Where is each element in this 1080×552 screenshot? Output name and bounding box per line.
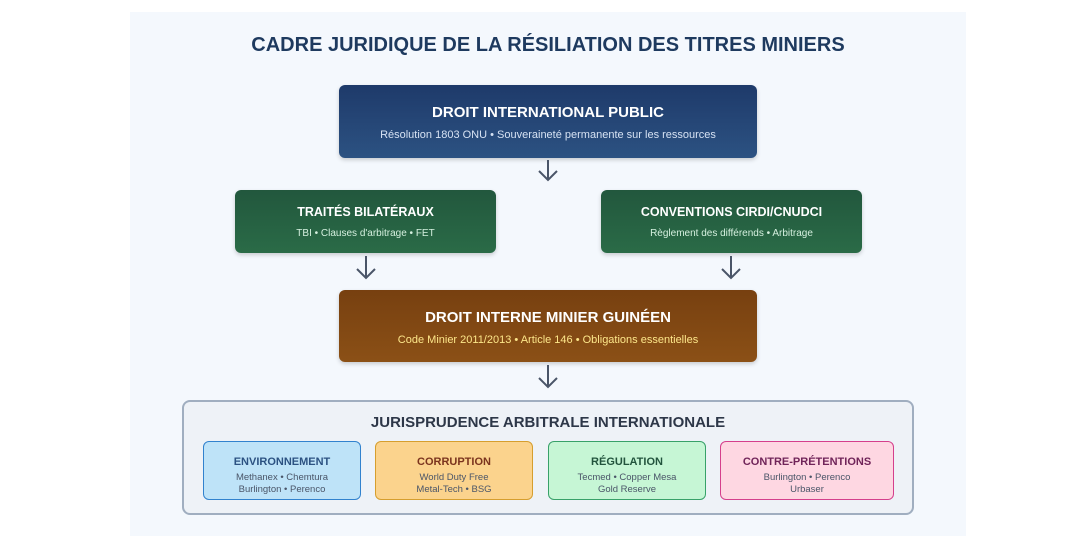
card-cases: Urbaser xyxy=(790,484,824,495)
card-cases: Methanex • Chemtura xyxy=(235,472,329,483)
international-law-box: DROIT INTERNATIONAL PUBLIC Résolution 18… xyxy=(339,85,757,158)
international-law-subtitle: Résolution 1803 ONU • Souveraineté perma… xyxy=(380,129,716,141)
conventions-box: CONVENTIONS CIRDI/CNUDCI Règlement des d… xyxy=(601,190,862,253)
domestic-law-box: DROIT INTERNE MINIER GUINÉEN Code Minier… xyxy=(339,290,757,362)
card-cases: World Duty Free xyxy=(419,472,489,483)
card-cases: Burlington • Perenco xyxy=(763,472,851,483)
arrow-down-icon xyxy=(538,160,558,182)
card-regulation: RÉGULATION Tecmed • Copper Mesa Gold Res… xyxy=(548,441,706,500)
arrow-down-icon xyxy=(721,256,741,280)
card-cases: Burlington • Perenco xyxy=(238,484,326,495)
arrow-down-icon xyxy=(538,365,558,389)
bilateral-treaties-subtitle: TBI • Clauses d'arbitrage • FET xyxy=(296,228,435,239)
bilateral-treaties-box: TRAITÉS BILATÉRAUX TBI • Clauses d'arbit… xyxy=(235,190,496,253)
domestic-law-subtitle: Code Minier 2011/2013 • Article 146 • Ob… xyxy=(397,334,699,346)
international-law-title: DROIT INTERNATIONAL PUBLIC xyxy=(432,104,664,121)
card-title: ENVIRONNEMENT xyxy=(233,456,331,468)
domestic-law-title: DROIT INTERNE MINIER GUINÉEN xyxy=(425,309,671,326)
jurisprudence-box: JURISPRUDENCE ARBITRALE INTERNATIONALE E… xyxy=(182,400,914,515)
card-cases: Tecmed • Copper Mesa xyxy=(577,472,677,483)
card-title: RÉGULATION xyxy=(591,456,663,468)
conventions-subtitle: Règlement des différends • Arbitrage xyxy=(650,228,813,239)
card-contre-pretentions: CONTRE-PRÉTENTIONS Burlington • Perenco … xyxy=(720,441,894,500)
jurisprudence-title: JURISPRUDENCE ARBITRALE INTERNATIONALE xyxy=(370,414,726,431)
card-cases: Metal-Tech • BSG xyxy=(416,484,492,495)
card-title: CORRUPTION xyxy=(417,456,491,468)
arrow-down-icon xyxy=(356,256,376,280)
card-corruption: CORRUPTION World Duty Free Metal-Tech • … xyxy=(375,441,533,500)
card-environnement: ENVIRONNEMENT Methanex • Chemtura Burlin… xyxy=(203,441,361,500)
diagram-title: CADRE JURIDIQUE DE LA RÉSILIATION DES TI… xyxy=(251,34,845,56)
bilateral-treaties-title: TRAITÉS BILATÉRAUX xyxy=(297,205,434,219)
card-title: CONTRE-PRÉTENTIONS xyxy=(742,456,872,468)
card-cases: Gold Reserve xyxy=(597,484,657,495)
conventions-title: CONVENTIONS CIRDI/CNUDCI xyxy=(640,205,823,219)
